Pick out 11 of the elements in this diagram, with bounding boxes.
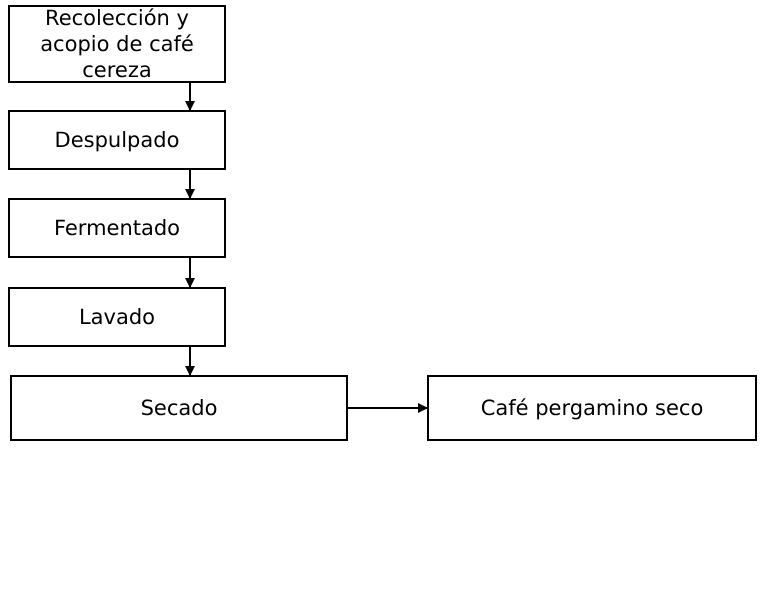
process-box: Lavado: [8, 287, 226, 347]
process-box: Secado: [10, 375, 348, 441]
process-box: Fermentado: [8, 198, 226, 258]
arrow: [185, 347, 195, 376]
arrow: [185, 258, 195, 288]
process-box: Despulpado: [8, 110, 226, 170]
arrow: [185, 83, 195, 111]
process-box: Recolección y acopio de café cereza: [8, 5, 226, 83]
arrow: [185, 170, 195, 199]
process-box: Café pergamino seco: [427, 375, 757, 441]
arrow: [348, 403, 428, 413]
